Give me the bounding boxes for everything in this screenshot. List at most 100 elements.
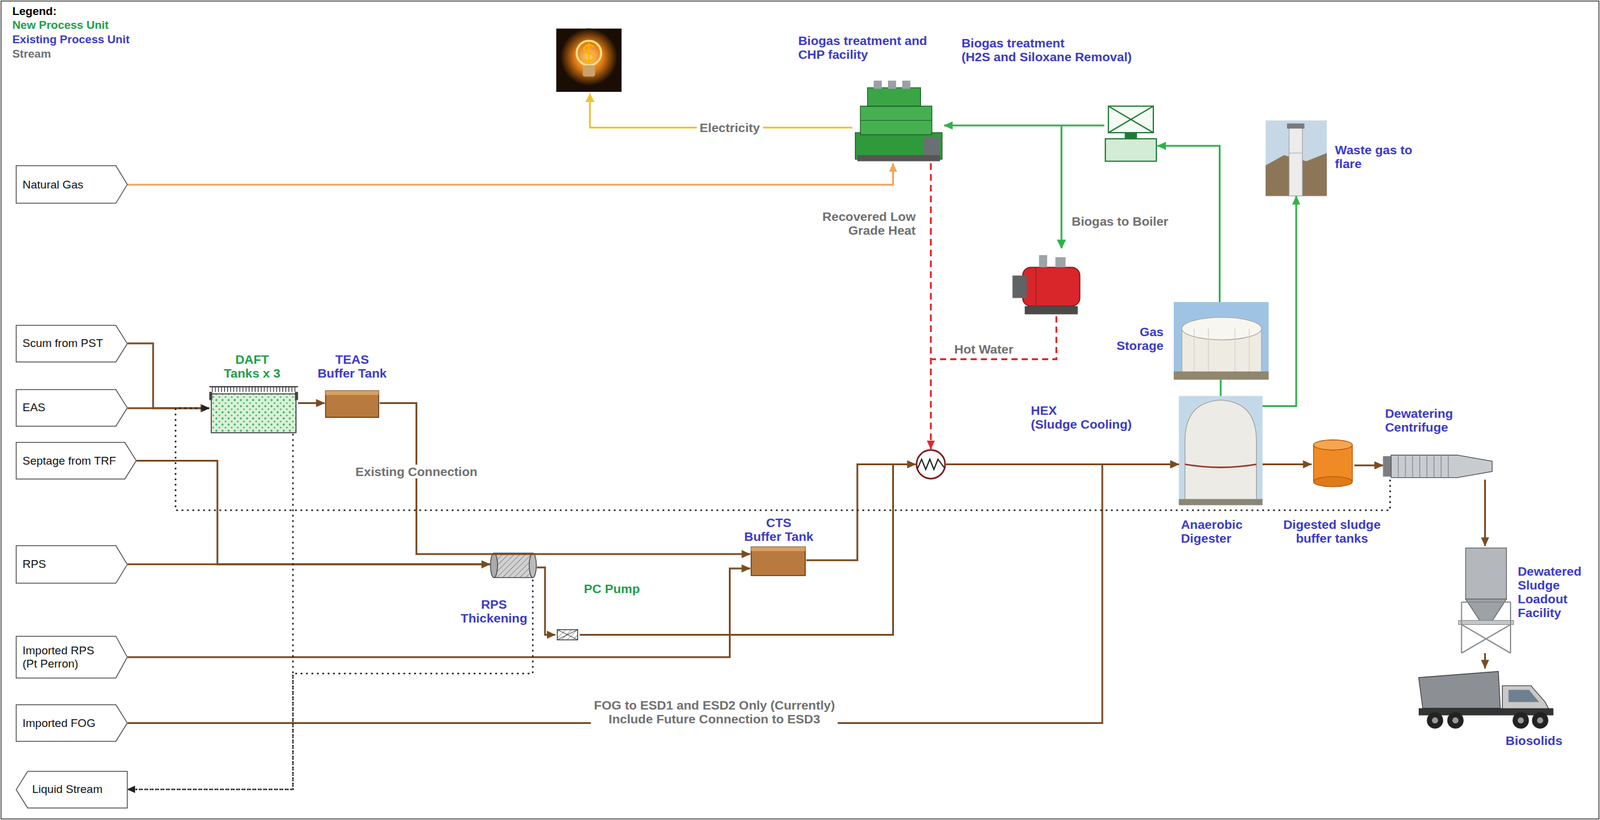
cts-tank-icon (751, 546, 806, 576)
text-line: Biogas treatment (961, 36, 1065, 50)
return-stream-line (175, 408, 1390, 511)
text-line: Grade Heat (848, 223, 916, 238)
unit-label: Digested sludge buffer tanks (1283, 517, 1381, 546)
heat-exchanger-symbol (917, 459, 944, 470)
text-line: (Pt Perron) (22, 657, 79, 671)
thickening-drum-icon (494, 552, 534, 578)
label-anchor: CTS Buffer Tank (778, 515, 848, 544)
text-line: Dewatering (1385, 406, 1453, 421)
gas-storage: Gas Storage (1173, 301, 1269, 380)
text-line: Recovered Low (822, 209, 916, 224)
stream-line (136, 461, 490, 565)
digested-sludge-tank-icon (1313, 440, 1353, 451)
text-line: FOG to ESD1 and ESD2 Only (Currently) (593, 698, 835, 713)
daft-tank-icon (209, 386, 299, 388)
unit-label: Dewatered Sludge Loadout Facility (1517, 564, 1582, 620)
flare-stack: Waste gas to flare (1265, 120, 1327, 197)
label-anchor: HEX (Sludge Cooling) (1030, 403, 1132, 432)
stream-arrow-outline (16, 442, 137, 480)
text-line: Tanks x 3 (223, 366, 281, 381)
text-line: Gas (1139, 324, 1164, 339)
source-stream-box: Imported FOG (15, 704, 128, 743)
stream-line (579, 464, 916, 636)
stream-arrow-outline (16, 325, 128, 363)
gas-storage-icon (1173, 301, 1269, 380)
stream-arrow-outline (16, 771, 128, 809)
biosolids-truck: Biosolids (1413, 668, 1557, 732)
label-anchor: Biogas treatment (H2S and Siloxane Remov… (961, 36, 1132, 64)
label-anchor: Gas Storage (1163, 324, 1211, 353)
cts-tank-icon (751, 546, 806, 576)
text-line: TEAS (335, 352, 369, 367)
unit-label: HEX (Sludge Cooling) (1030, 403, 1132, 432)
biogas-treatment-icon (1105, 138, 1157, 161)
text-line: Biogas treatment and (797, 33, 927, 48)
label-anchor: TEAS Buffer Tank (351, 352, 421, 381)
stream-name: Liquid Stream (15, 782, 103, 797)
stream-arrow-outline (16, 165, 128, 204)
unit-label: Biosolids (1505, 733, 1563, 748)
centrifuge-icon (1383, 456, 1392, 477)
light-bulb-icon (560, 28, 618, 86)
source-stream-box: Imported RPS (Pt Perron) (15, 635, 128, 679)
stream-line (1262, 195, 1297, 406)
legend-heading: Legend: (12, 5, 57, 19)
text-line: CTS (766, 515, 792, 530)
gas-storage-icon (1173, 371, 1269, 381)
return-stream-line (127, 433, 293, 789)
stream-arrow-outline (16, 636, 128, 678)
stream-name: Imported FOG (15, 716, 96, 731)
text-line: CHP facility (797, 47, 868, 62)
text-line: buffer tanks (1295, 531, 1368, 546)
stream-line (127, 568, 751, 658)
stream-line (297, 402, 325, 405)
loadout-silo-icon (1458, 620, 1514, 625)
chp-engine-icon (867, 87, 921, 107)
text-line: Dewatered (1517, 564, 1582, 579)
label-anchor: Legend: (12, 5, 57, 19)
stream-name: Scum from PST (15, 336, 104, 351)
teas-tank-icon (325, 390, 379, 418)
stream-line (127, 343, 210, 409)
dump-truck-icon (1508, 689, 1540, 702)
legend-text: New Process Unit (12, 19, 109, 32)
connector-group (127, 125, 1486, 790)
legend-entry: Stream (12, 48, 51, 61)
biogas-treatment-icon (1108, 106, 1154, 133)
output-stream-box: Liquid Stream (15, 770, 128, 809)
thickening-drum-icon (490, 552, 537, 578)
biogas-treatment-icon (1105, 106, 1157, 162)
biogas-to-boiler-line (1060, 125, 1063, 248)
label-anchor: PC Pump (583, 581, 640, 596)
hot-water-line (931, 316, 1057, 360)
unit-label: Biogas treatment and CHP facility (797, 33, 927, 62)
text-line: Loadout (1517, 591, 1568, 606)
anaerobic-digester-icon (1179, 498, 1263, 505)
source-stream-box: EAS (15, 389, 128, 427)
label-anchor: Biogas treatment and CHP facility (797, 33, 927, 62)
chp-facility: Biogas treatment and CHP facility (852, 79, 945, 164)
text-line: Buffer Tank (317, 366, 387, 381)
pc-pump-icon (557, 629, 578, 640)
thickening-drum-icon (490, 552, 498, 578)
label-anchor: Biogas to Boiler (1071, 214, 1169, 229)
legend-text: Existing Process Unit (12, 33, 130, 47)
stream-name: EAS (15, 401, 46, 415)
chp-engine-icon (923, 136, 941, 156)
label-anchor: Waste gas to flare (1335, 142, 1413, 171)
dump-truck-icon (1536, 717, 1543, 724)
digested-sludge-tank-icon (1313, 440, 1353, 487)
text-line: Centrifuge (1385, 420, 1449, 435)
loadout-silo-icon (1458, 548, 1514, 654)
stream-name: RPS (15, 557, 47, 571)
label-anchor: Recovered Low Grade Heat (918, 209, 1018, 238)
teas-tank-icon (325, 390, 379, 418)
chp-engine-icon (873, 80, 882, 89)
stream-name: Imported RPS (Pt Perron) (15, 644, 95, 671)
loadout-silo-icon (1465, 548, 1507, 600)
flare-stack-icon (1289, 152, 1303, 154)
dump-truck-icon (1431, 717, 1438, 724)
chp-engine-icon (855, 80, 943, 161)
